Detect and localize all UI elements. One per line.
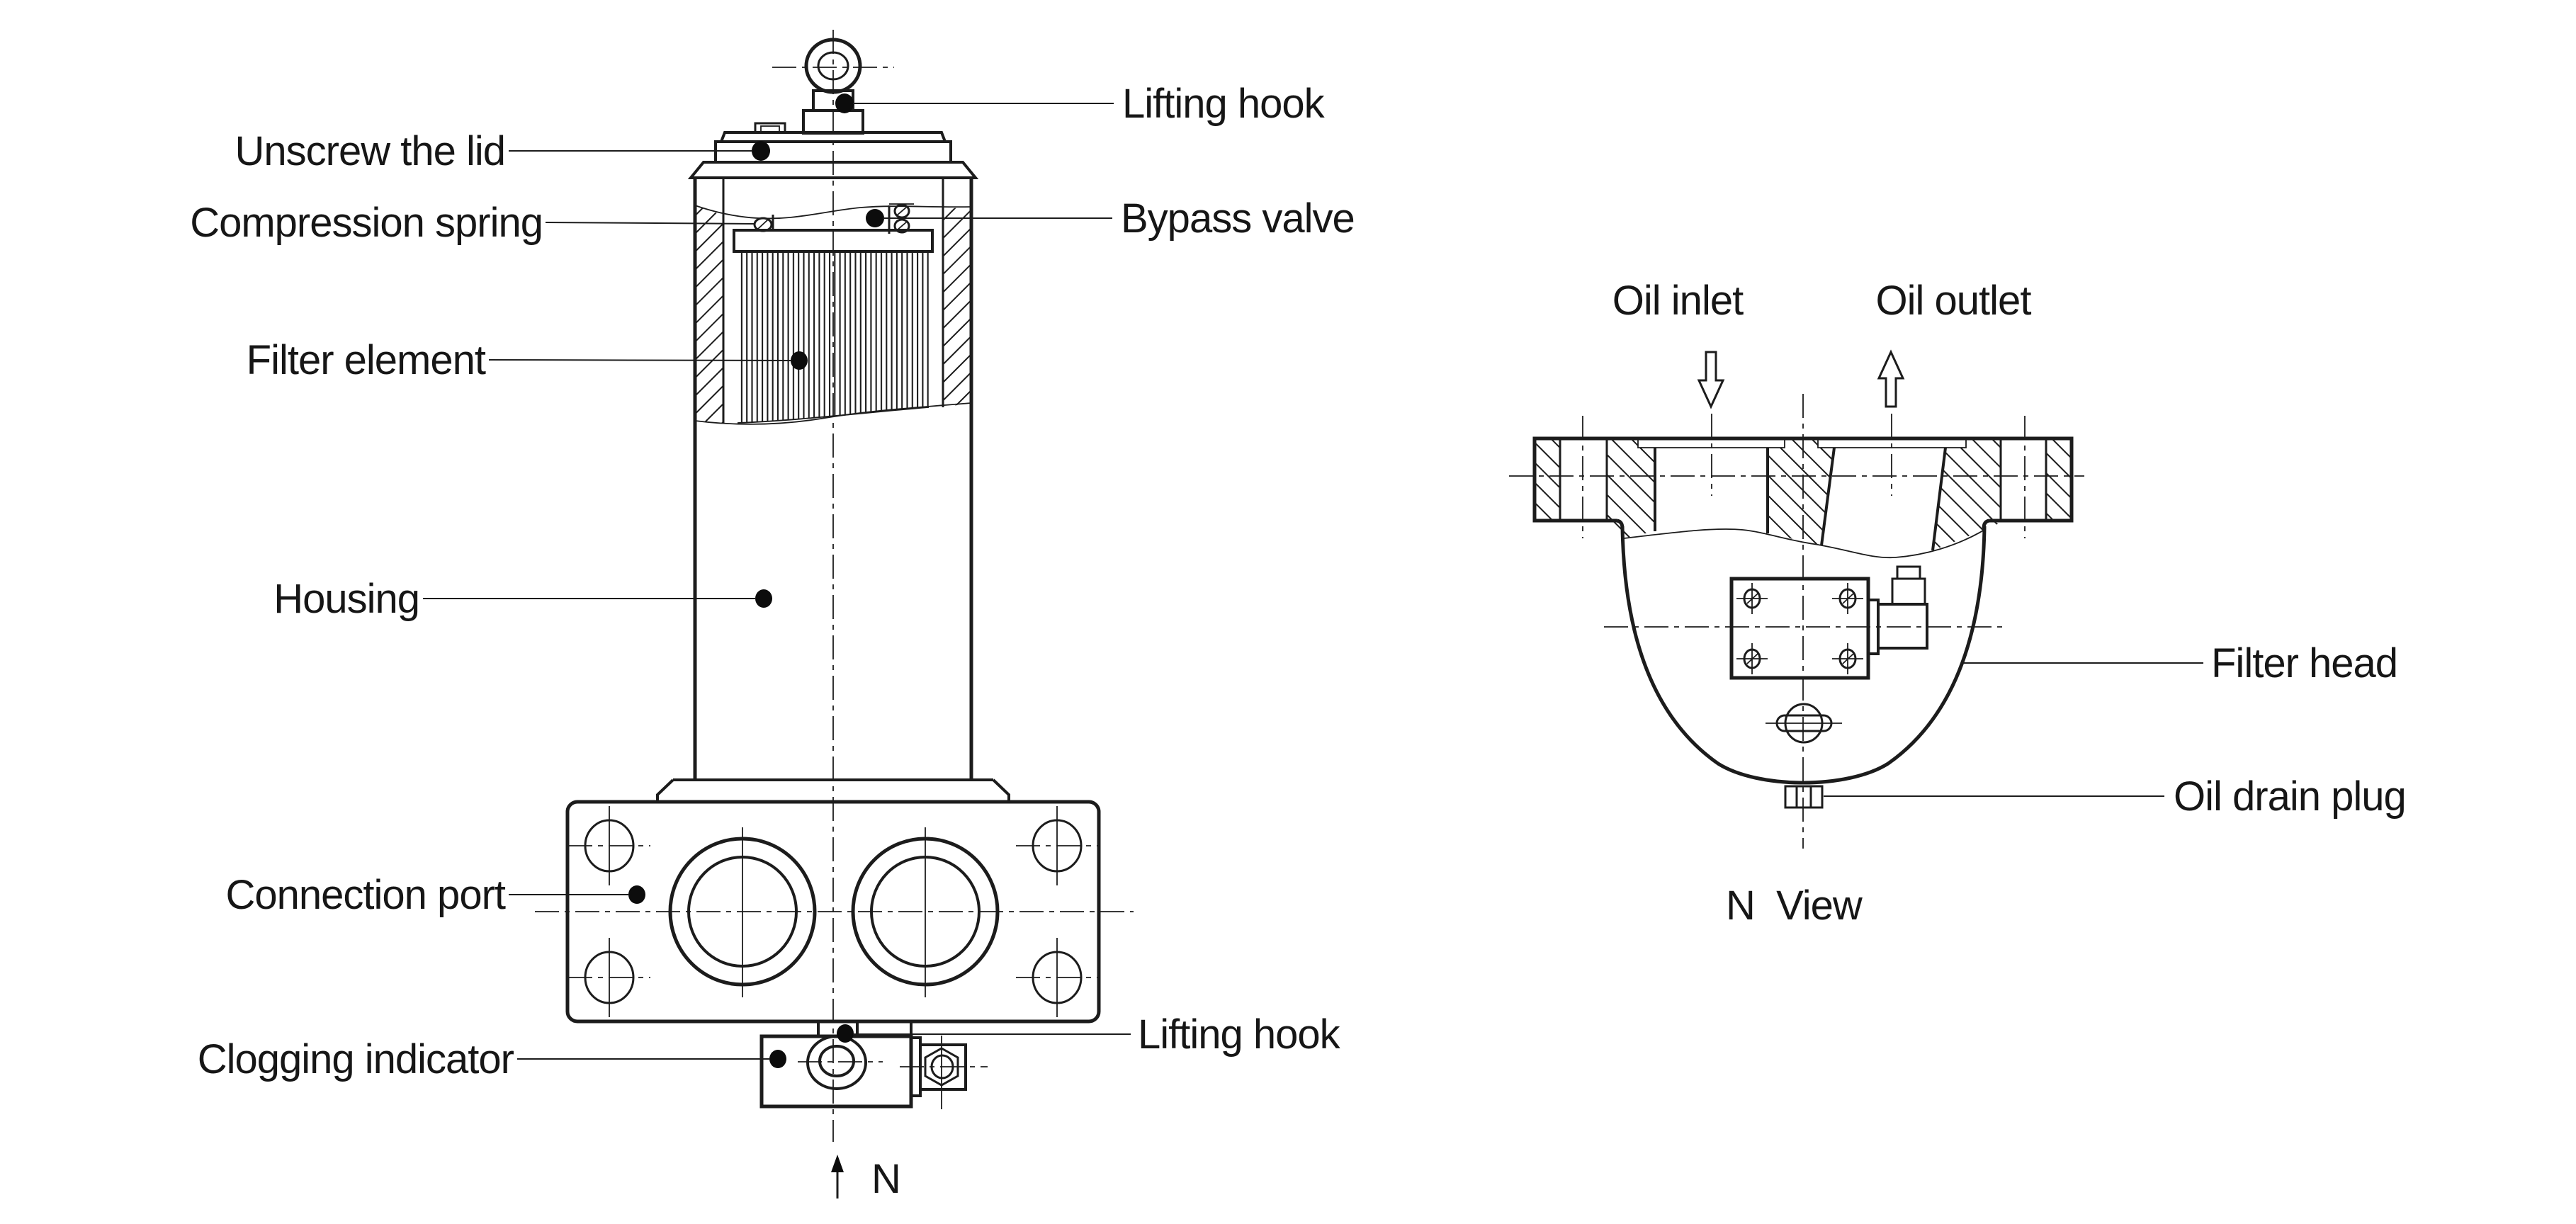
housing-shell: [693, 178, 973, 780]
dot-bypass-valve: [866, 209, 884, 227]
slotted-plug-boss: [1766, 703, 1842, 744]
label-n-view-caption: N View: [1726, 883, 1863, 929]
label-oil-outlet: Oil outlet: [1876, 278, 2032, 324]
label-clogging-indicator: Clogging indicator: [198, 1036, 514, 1082]
n-view: Oil inlet Oil outlet Filter head Oil dra…: [1509, 278, 2407, 929]
label-compression-spring: Compression spring: [190, 200, 543, 246]
indicator-eye-outer: [806, 1035, 867, 1090]
right-wall-hatch: [943, 207, 971, 407]
label-filter-element: Filter element: [247, 337, 486, 383]
label-connection-port: Connection port: [226, 872, 506, 918]
label-oil-drain-plug: Oil drain plug: [2174, 774, 2406, 820]
dot-unscrew-lid: [752, 141, 770, 161]
oil-drain-plug: [1784, 785, 1824, 809]
connection-ports: [668, 827, 1000, 997]
bowl-break-line: [1623, 528, 1985, 559]
dot-housing: [755, 589, 772, 608]
filter-element: [733, 229, 934, 424]
indicator-eye-inner: [818, 1045, 855, 1077]
label-unscrew-lid: Unscrew the lid: [235, 128, 505, 174]
label-housing: Housing: [273, 576, 419, 622]
indicator-top-tab: [817, 1021, 913, 1038]
view-direction-letter: N: [871, 1156, 900, 1202]
indicator-hex-fitting: [900, 1036, 988, 1109]
upper-break-line: [694, 205, 972, 220]
label-bypass-valve: Bypass valve: [1121, 196, 1355, 242]
label-filter-head: Filter head: [2211, 640, 2397, 686]
head-neck: [656, 778, 1010, 802]
flange-bolt-holes: [568, 806, 1098, 1017]
filter-head-bowl: [1620, 526, 1987, 809]
view-direction-marker: N: [831, 1155, 901, 1202]
label-lifting-hook-top: Lifting hook: [1122, 81, 1326, 127]
indicator-mounting-block: [1604, 565, 2004, 680]
housing-collar: [687, 161, 979, 179]
filter-pleats: [738, 251, 929, 423]
clogging-indicator-assembly: [759, 1021, 988, 1109]
filter-head-flange: [535, 800, 1134, 1024]
dot-filter-element: [791, 351, 808, 370]
leader-lines-front: [423, 103, 1131, 1060]
leader-dots: [628, 94, 884, 1068]
pleats-bottom-break: [737, 407, 930, 424]
dot-connection-port: [628, 885, 645, 904]
filter-end-cap: [733, 229, 934, 253]
label-lifting-hook-bottom: Lifting hook: [1138, 1012, 1341, 1058]
oil-outlet-flow-arrow-icon: [1877, 349, 1905, 408]
view-direction-arrow-icon: [831, 1155, 844, 1198]
head-flange-section: [1532, 436, 2074, 559]
dot-lifting-hook-top: [835, 94, 854, 113]
front-view: N Lifting hook Unscrew the lid: [190, 30, 1355, 1202]
label-oil-inlet: Oil inlet: [1612, 278, 1744, 324]
left-wall-hatch: [695, 205, 723, 423]
dot-clogging-indicator: [769, 1050, 786, 1068]
oil-inlet-flow-arrow-icon: [1697, 351, 1725, 409]
block-bolt-holes: [1736, 583, 1863, 674]
dot-lifting-hook-bottom: [837, 1024, 854, 1043]
